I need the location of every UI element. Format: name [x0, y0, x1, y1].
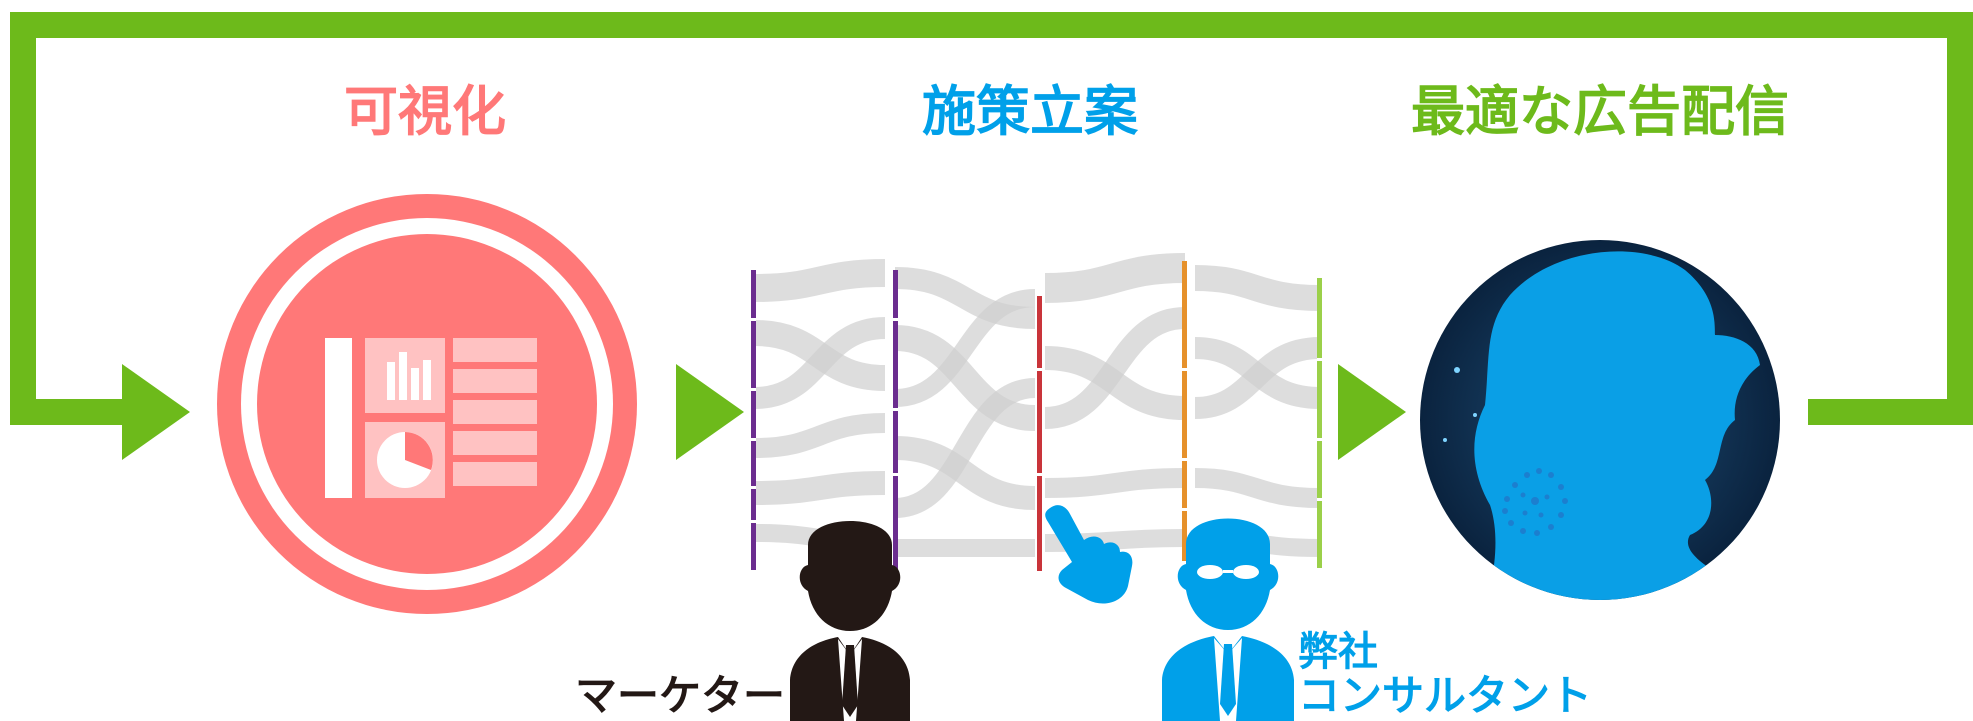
loop-frame-left	[10, 12, 36, 425]
title-visualize: 可視化	[344, 80, 506, 143]
sankey-chart-image	[751, 253, 1322, 571]
marketer-person-icon	[790, 521, 910, 721]
flow-arrow-3	[1338, 364, 1406, 460]
title-planning: 施策立案	[922, 80, 1138, 143]
ai-head-icon	[1420, 240, 1780, 600]
consultant-person-icon	[1162, 518, 1294, 721]
flow-arrow-2	[676, 364, 744, 460]
title-delivery: 最適な広告配信	[1411, 80, 1789, 143]
consultant-label-line1: 弊社	[1298, 629, 1378, 675]
loop-frame-right-bottom	[1808, 399, 1973, 425]
flow-arrow-1	[122, 364, 190, 460]
dashboard-icon	[217, 194, 637, 614]
pointing-hand-icon	[1045, 505, 1133, 604]
marketer-label: マーケター	[575, 671, 786, 720]
loop-frame-top	[10, 12, 1973, 38]
consultant-label-line2: コンサルタント	[1298, 671, 1593, 720]
loop-frame-right	[1947, 12, 1973, 425]
